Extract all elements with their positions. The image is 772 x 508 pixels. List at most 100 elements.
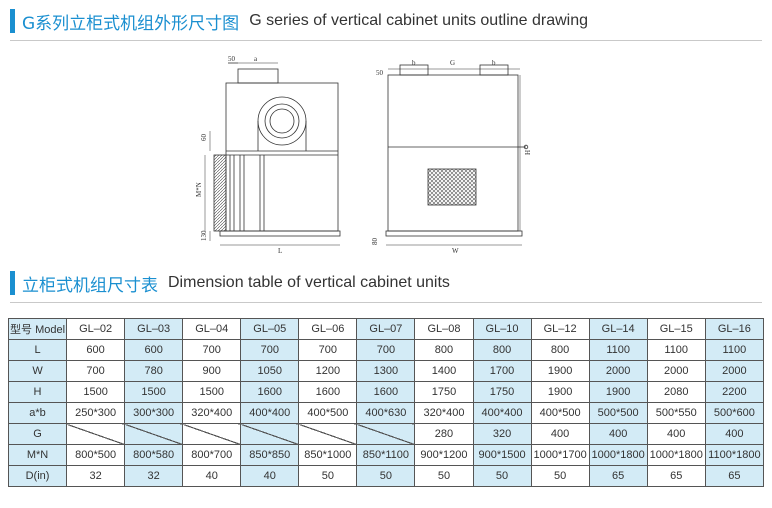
dim-G: G — [450, 59, 455, 67]
table-cell: 1900 — [588, 381, 648, 403]
table-cell: 2000 — [704, 360, 765, 382]
header-cell-model: 型号 Model — [7, 318, 68, 340]
dim-130: 130 — [200, 230, 208, 241]
table-cell: 800 — [414, 339, 474, 361]
table-cell: 500*500 — [588, 402, 648, 424]
table-cell: 800 — [472, 339, 532, 361]
table-cell: 400*400 — [240, 402, 300, 424]
table-cell: 900 — [182, 360, 242, 382]
section-title-en: G series of vertical cabinet units outli… — [249, 12, 589, 29]
table-cell: 2000 — [646, 360, 706, 382]
table-cell: 1100 — [646, 339, 706, 361]
front-view — [385, 64, 529, 246]
table-cell: 1400 — [414, 360, 474, 382]
table-cell: 850*850 — [240, 444, 300, 466]
table-cell: 50 — [414, 465, 474, 487]
dim-W: W — [452, 247, 459, 255]
section-title-cn: G系列立柜式机组外形尺寸图 — [22, 13, 240, 34]
header-cell: GL–14 — [588, 318, 648, 340]
header-cell: GL–10 — [472, 318, 532, 340]
header-cell: GL–03 — [124, 318, 184, 340]
table-cell: 2200 — [704, 381, 765, 403]
table-cell: 1300 — [356, 360, 416, 382]
table-cell: 32 — [66, 465, 126, 487]
table-cell: 850*1000 — [298, 444, 358, 466]
table-cell: 250*300 — [66, 402, 126, 424]
table-cell: 700 — [356, 339, 416, 361]
table-cell: 65 — [704, 465, 765, 487]
side-view — [204, 62, 341, 246]
table-cell: 1900 — [530, 360, 590, 382]
row-label-cell: G — [7, 423, 68, 445]
table-cell: 32 — [124, 465, 184, 487]
outline-drawing: 50 a 60 M*N 130 L 50 b G b H 80 W — [195, 55, 532, 255]
table-cell: 780 — [124, 360, 184, 382]
table-cell: 850*1100 — [356, 444, 416, 466]
table-cell: 1500 — [124, 381, 184, 403]
table-cell: 700 — [298, 339, 358, 361]
header-cell: GL–04 — [182, 318, 242, 340]
table-cell: 320*400 — [414, 402, 474, 424]
row-label-cell: D(in) — [7, 465, 68, 487]
table-cell: 400*630 — [356, 402, 416, 424]
header-cell: GL–16 — [704, 318, 765, 340]
table-cell: 900*1200 — [414, 444, 474, 466]
table-cell: 400 — [704, 423, 765, 445]
dim-b-right: b — [492, 59, 496, 67]
table-cell: 1700 — [472, 360, 532, 382]
header-cell: GL–06 — [298, 318, 358, 340]
section-accent-bar — [10, 9, 15, 33]
table-cell — [240, 423, 300, 445]
dim-60: 60 — [200, 134, 208, 142]
table-cell: 40 — [182, 465, 242, 487]
row-label-cell: M*N — [7, 444, 68, 466]
table-cell: 600 — [66, 339, 126, 361]
table-cell: 1000*1700 — [530, 444, 590, 466]
dim-mn: M*N — [195, 182, 203, 197]
header-cell: GL–05 — [240, 318, 300, 340]
table-cell: 1750 — [414, 381, 474, 403]
table-cell: 1000*1800 — [646, 444, 706, 466]
header-cell: GL–15 — [646, 318, 706, 340]
table-cell: 320 — [472, 423, 532, 445]
section-divider — [10, 40, 762, 41]
section-header-table: 立柜式机组尺寸表 Dimension table of vertical cab… — [10, 270, 450, 296]
table-cell: 700 — [66, 360, 126, 382]
header-cell: GL–02 — [66, 318, 126, 340]
section-divider — [10, 302, 762, 303]
table-cell: 1500 — [182, 381, 242, 403]
table-cell: 320*400 — [182, 402, 242, 424]
table-cell: 800*700 — [182, 444, 242, 466]
table-cell: 800*500 — [66, 444, 126, 466]
table-cell: 1600 — [240, 381, 300, 403]
table-cell: 65 — [588, 465, 648, 487]
dim-L: L — [278, 247, 282, 255]
table-cell: 50 — [530, 465, 590, 487]
table-cell: 800*580 — [124, 444, 184, 466]
table-cell: 1900 — [530, 381, 590, 403]
front-view-labels: 50 b G b H 80 W — [371, 59, 532, 255]
table-cell: 280 — [414, 423, 474, 445]
table-cell: 400 — [530, 423, 590, 445]
section-title-cn: 立柜式机组尺寸表 — [22, 275, 158, 296]
table-cell — [182, 423, 242, 445]
header-cell: GL–08 — [414, 318, 474, 340]
table-cell: 400*500 — [298, 402, 358, 424]
section-accent-bar — [10, 271, 15, 295]
row-label-cell: H — [7, 381, 68, 403]
table-cell: 50 — [356, 465, 416, 487]
table-cell: 1200 — [298, 360, 358, 382]
table-cell: 500*600 — [704, 402, 765, 424]
table-cell: 1100 — [588, 339, 648, 361]
table-cell: 600 — [124, 339, 184, 361]
header-cell: GL–12 — [530, 318, 590, 340]
dim-a: a — [254, 55, 258, 63]
table-cell: 1100*1800 — [704, 444, 765, 466]
table-cell: 700 — [240, 339, 300, 361]
table-cell: 2000 — [588, 360, 648, 382]
table-cell: 700 — [182, 339, 242, 361]
